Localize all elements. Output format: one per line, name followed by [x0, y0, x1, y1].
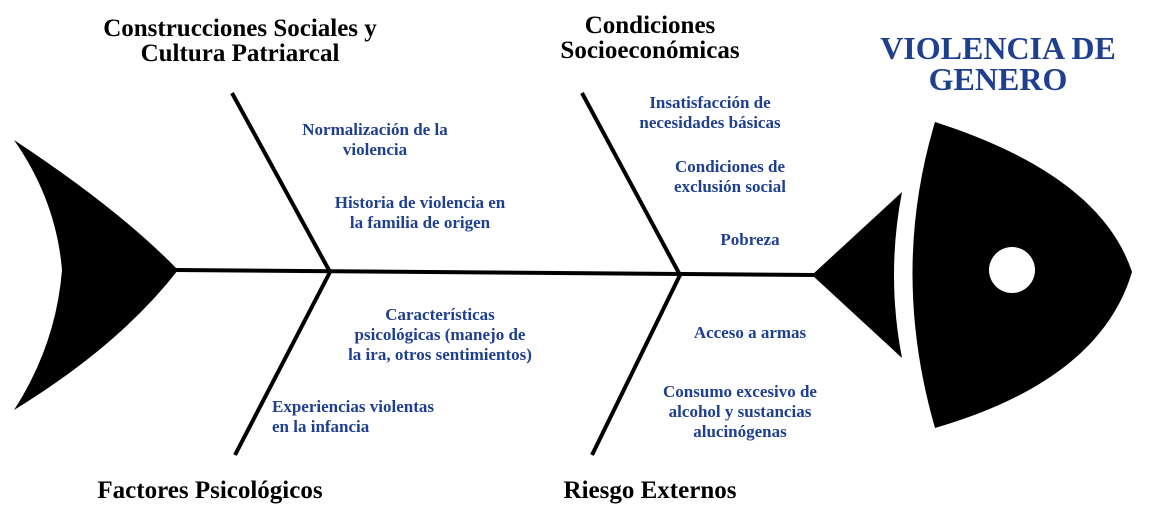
category-line: Construcciones Sociales y — [103, 15, 377, 42]
cause-line: exclusión social — [674, 177, 786, 196]
category-line: Cultura Patriarcal — [140, 40, 340, 67]
cause-experiencias-violentas: Experiencias violentas en la infancia — [272, 397, 512, 437]
effect-title-line: VIOLENCIA DE — [880, 30, 1116, 66]
effect-title-line: GENERO — [928, 61, 1068, 97]
cause-line: psicológicas (manejo de — [354, 325, 526, 344]
bone-bottom-right — [590, 274, 682, 456]
fish-eye — [989, 247, 1035, 293]
bone-bottom-left — [233, 271, 332, 456]
cause-line: Normalización de la — [302, 120, 448, 139]
category-bottom-right: Riesgo Externos — [520, 478, 780, 503]
category-top-left: Construcciones Sociales y Cultura Patria… — [40, 16, 440, 66]
fish-tail — [14, 140, 178, 410]
category-line: Condiciones — [584, 12, 716, 39]
fish-spine — [174, 268, 816, 277]
cause-insatisfaccion: Insatisfacción de necesidades básicas — [600, 93, 820, 133]
cause-line: Condiciones de — [674, 157, 786, 176]
cause-line: Pobreza — [720, 230, 780, 249]
cause-line: necesidades básicas — [639, 113, 781, 132]
cause-normalizacion: Normalización de la violencia — [255, 120, 495, 160]
bone-top-right — [580, 92, 682, 276]
category-line: Factores Psicológicos — [97, 477, 323, 504]
category-line: Riesgo Externos — [563, 477, 737, 504]
bone-top-left — [230, 92, 332, 273]
cause-exclusion-social: Condiciones de exclusión social — [630, 157, 830, 197]
effect-title: VIOLENCIA DE GENERO — [868, 30, 1128, 97]
cause-line: Historia de violencia en — [334, 193, 506, 212]
cause-line: la familia de origen — [349, 213, 491, 232]
cause-pobreza: Pobreza — [690, 230, 810, 250]
category-top-right: Condiciones Socioeconómicas — [530, 13, 770, 63]
category-bottom-left: Factores Psicológicos — [60, 478, 360, 503]
cause-line: violencia — [342, 140, 408, 159]
cause-historia-violencia: Historia de violencia en la familia de o… — [290, 193, 550, 233]
cause-line: la ira, otros sentimientos) — [348, 345, 532, 364]
cause-line: Características — [385, 305, 495, 324]
cause-line: Consumo excesivo de — [663, 382, 817, 401]
cause-caracteristicas-psicologicas: Características psicológicas (manejo de … — [300, 305, 580, 365]
cause-line: alucinógenas — [693, 422, 787, 441]
cause-consumo-excesivo: Consumo excesivo de alcohol y sustancias… — [630, 382, 850, 442]
cause-acceso-armas: Acceso a armas — [660, 323, 840, 343]
cause-line: Insatisfacción de — [649, 93, 771, 112]
category-line: Socioeconómicas — [560, 37, 740, 64]
cause-line: Acceso a armas — [693, 323, 807, 342]
cause-line: alcohol y sustancias — [668, 402, 812, 421]
cause-line: en la infancia — [272, 417, 370, 436]
cause-line: Experiencias violentas — [272, 397, 434, 416]
fish-head-jaw — [812, 192, 902, 358]
